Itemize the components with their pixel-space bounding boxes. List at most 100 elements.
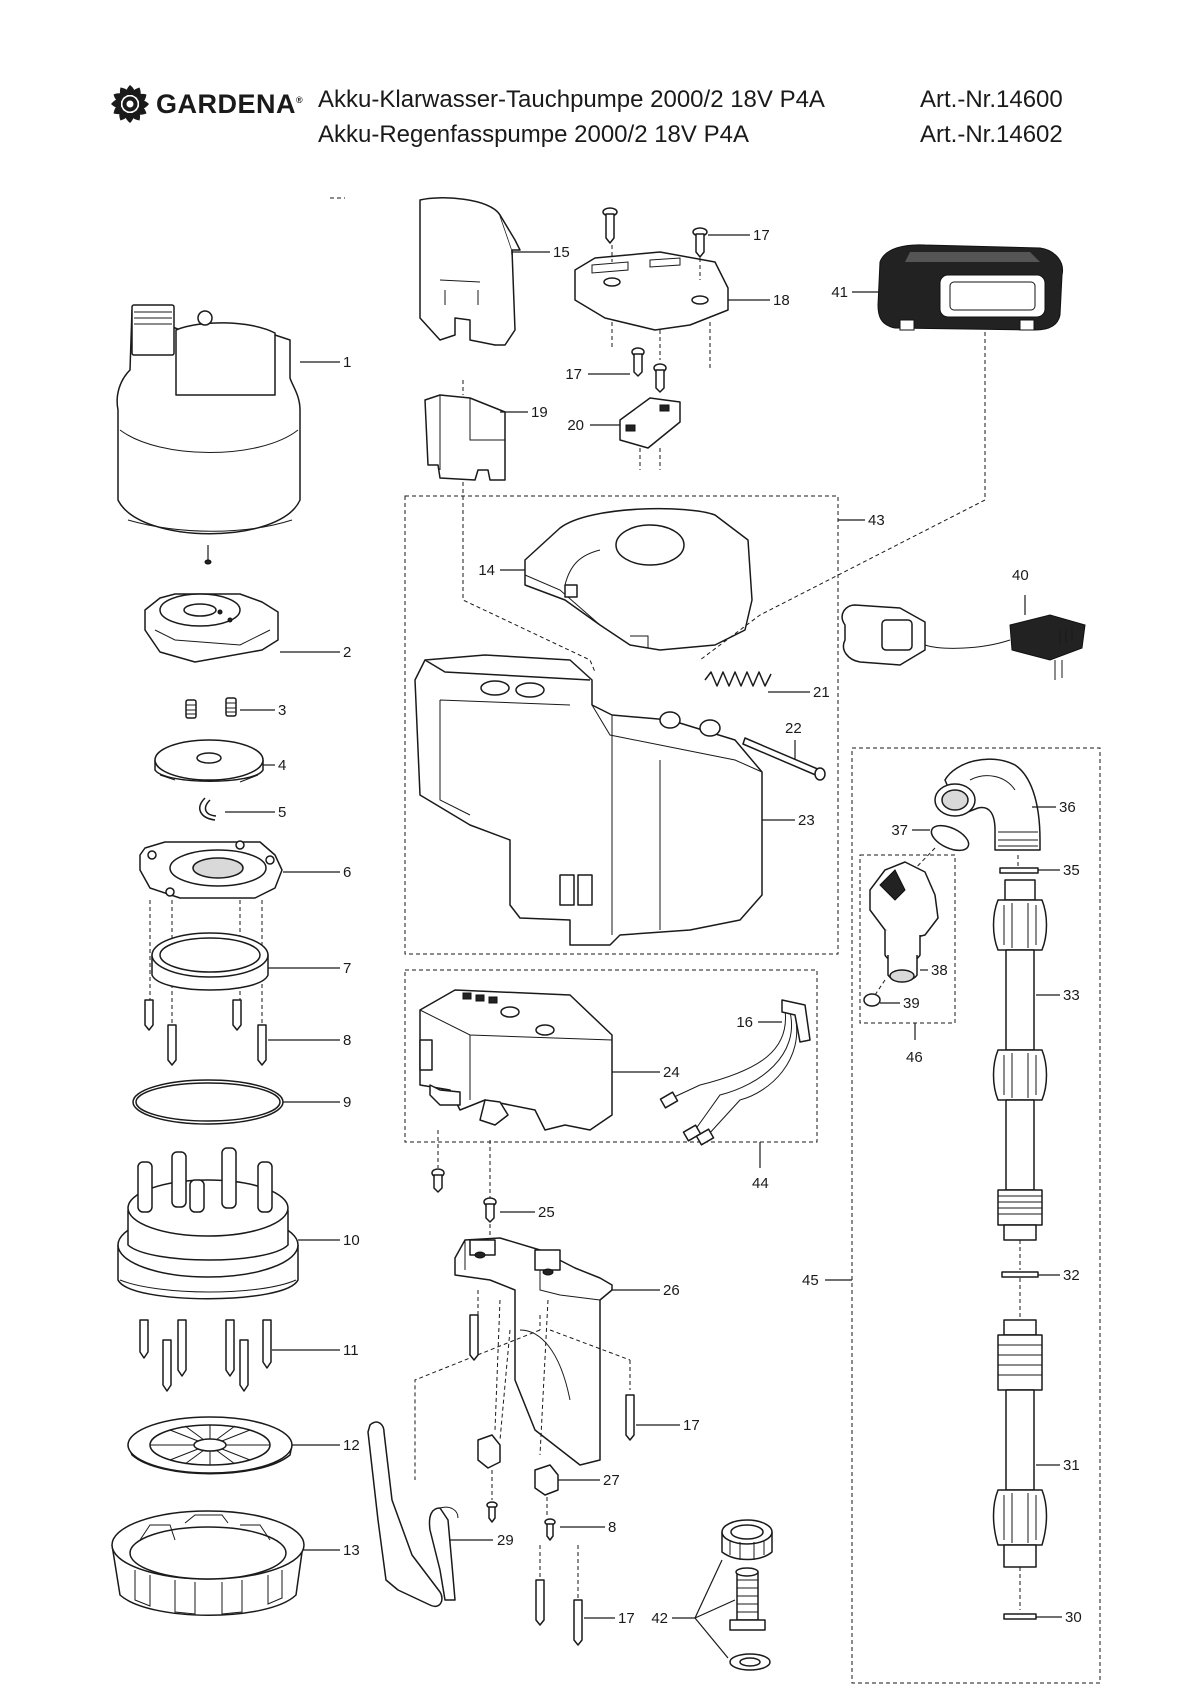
callout-7: 7: [343, 960, 351, 977]
callout-17-bottom: 17: [618, 1610, 635, 1627]
part-31-pipe: [992, 1319, 1048, 1568]
callout-23: 23: [798, 812, 815, 829]
callout-26: 26: [663, 1282, 680, 1299]
part-7-ring-seal: [151, 932, 269, 991]
callout-38: 38: [931, 962, 948, 979]
gardena-logo: GARDENA®: [110, 84, 303, 124]
part-5-clip: [199, 797, 217, 821]
callout-4: 4: [278, 757, 286, 774]
callout-17-top: 17: [753, 227, 770, 244]
part-33-pipe: [992, 879, 1048, 1241]
part-8-screw-lower: [544, 1518, 556, 1541]
callout-24: 24: [663, 1064, 680, 1081]
callout-36: 36: [1059, 799, 1076, 816]
part-35-seal: [999, 867, 1039, 874]
part-3-screws: [185, 697, 237, 719]
part-1-pump-housing: [116, 195, 345, 565]
part-small-screw: [486, 1501, 498, 1523]
callout-42: 42: [651, 1610, 668, 1627]
part-13-base-foot: [111, 1510, 305, 1616]
assembly-45-frame: [851, 747, 1101, 1684]
callout-21: 21: [813, 684, 830, 701]
part-4-impeller: [154, 739, 264, 783]
part-26-holder: [454, 1237, 613, 1466]
callout-40: 40: [1012, 567, 1029, 584]
callout-1: 1: [343, 354, 351, 371]
part-9-o-ring: [132, 1079, 284, 1125]
callout-25: 25: [538, 1204, 555, 1221]
callout-10: 10: [343, 1232, 360, 1249]
part-8-screws: [144, 999, 267, 1066]
part-21-spring: [704, 671, 772, 687]
product-name-2: Akku-Regenfasspumpe 2000/2 18V P4A: [318, 121, 749, 148]
part-17-screw-top: [602, 207, 708, 258]
callout-11: 11: [343, 1342, 359, 1359]
part-18-plate: [574, 251, 729, 331]
part-20-bracket: [619, 397, 681, 449]
part-15-cover-clip: [419, 197, 521, 346]
callout-15: 15: [553, 244, 570, 261]
part-17-screw-holder: [469, 1314, 635, 1441]
part-29-handle: [367, 1421, 459, 1607]
brand-name: GARDENA®: [156, 88, 304, 119]
part-11-screws: [139, 1319, 272, 1392]
callout-29: 29: [497, 1532, 514, 1549]
callout-2: 2: [343, 644, 351, 661]
callout-43: 43: [868, 512, 885, 529]
callout-32: 32: [1063, 1267, 1080, 1284]
assembly-46-frame: [859, 854, 956, 1024]
article-number-2: Art.-Nr.14602: [920, 121, 1063, 148]
callout-5: 5: [278, 804, 286, 821]
part-42-hose-connector: [721, 1519, 773, 1671]
callout-39: 39: [903, 995, 920, 1012]
part-27-clips: [477, 1434, 559, 1496]
callout-22: 22: [785, 720, 802, 737]
callout-13: 13: [343, 1542, 360, 1559]
part-36-elbow: [934, 758, 1041, 851]
callout-16: 16: [736, 1014, 753, 1031]
part-25-screw: [483, 1197, 497, 1223]
part-6-housing-cover: [139, 840, 283, 899]
callout-8: 8: [343, 1032, 351, 1049]
callout-6: 6: [343, 864, 351, 881]
part-17-screw-bottom: [535, 1579, 583, 1646]
part-38-valve: [869, 861, 939, 983]
callout-14: 14: [478, 562, 495, 579]
callout-19: 19: [531, 404, 548, 421]
callout-18: 18: [773, 292, 790, 309]
part-19-latch: [424, 394, 506, 481]
callout-17-holder: 17: [683, 1417, 700, 1434]
article-number-1: Art.-Nr.14600: [920, 86, 1063, 113]
part-17-screw-mid: [631, 347, 667, 393]
part-32-seal: [1001, 1271, 1039, 1278]
document-header: GARDENA® Akku-Klarwasser-Tauchpumpe 2000…: [0, 0, 1200, 150]
callout-31: 31: [1063, 1457, 1080, 1474]
part-10-pump-base: [117, 1147, 299, 1300]
part-30-seal: [1003, 1613, 1037, 1620]
part-41-battery: [877, 244, 1064, 331]
product-name-1: Akku-Klarwasser-Tauchpumpe 2000/2 18V P4…: [318, 86, 825, 113]
part-40-charger: [841, 604, 1086, 680]
part-12-filter-grid: [127, 1416, 293, 1475]
gardena-sun-icon: [111, 85, 149, 123]
callout-37: 37: [891, 822, 908, 839]
callout-17-mid: 17: [565, 366, 582, 383]
part-screws-below-module: [431, 1130, 491, 1198]
part-39-o-ring: [863, 993, 881, 1007]
callout-44: 44: [752, 1175, 769, 1192]
part-14-battery-cover: [524, 507, 753, 651]
part-16-cable-harness: [659, 999, 811, 1146]
callout-8-lower: 8: [608, 1519, 616, 1536]
callout-33: 33: [1063, 987, 1080, 1004]
assembly-44-frame: [404, 969, 818, 1143]
assembly-43-frame: [404, 495, 839, 955]
part-23-battery-housing: [414, 654, 763, 946]
part-37-o-ring: [930, 824, 970, 852]
callout-46: 46: [906, 1049, 923, 1066]
part-24-electronics-module: [419, 989, 613, 1131]
callout-35: 35: [1063, 862, 1080, 879]
callout-41: 41: [831, 284, 848, 301]
callout-30: 30: [1065, 1609, 1082, 1626]
callout-12: 12: [343, 1437, 360, 1454]
